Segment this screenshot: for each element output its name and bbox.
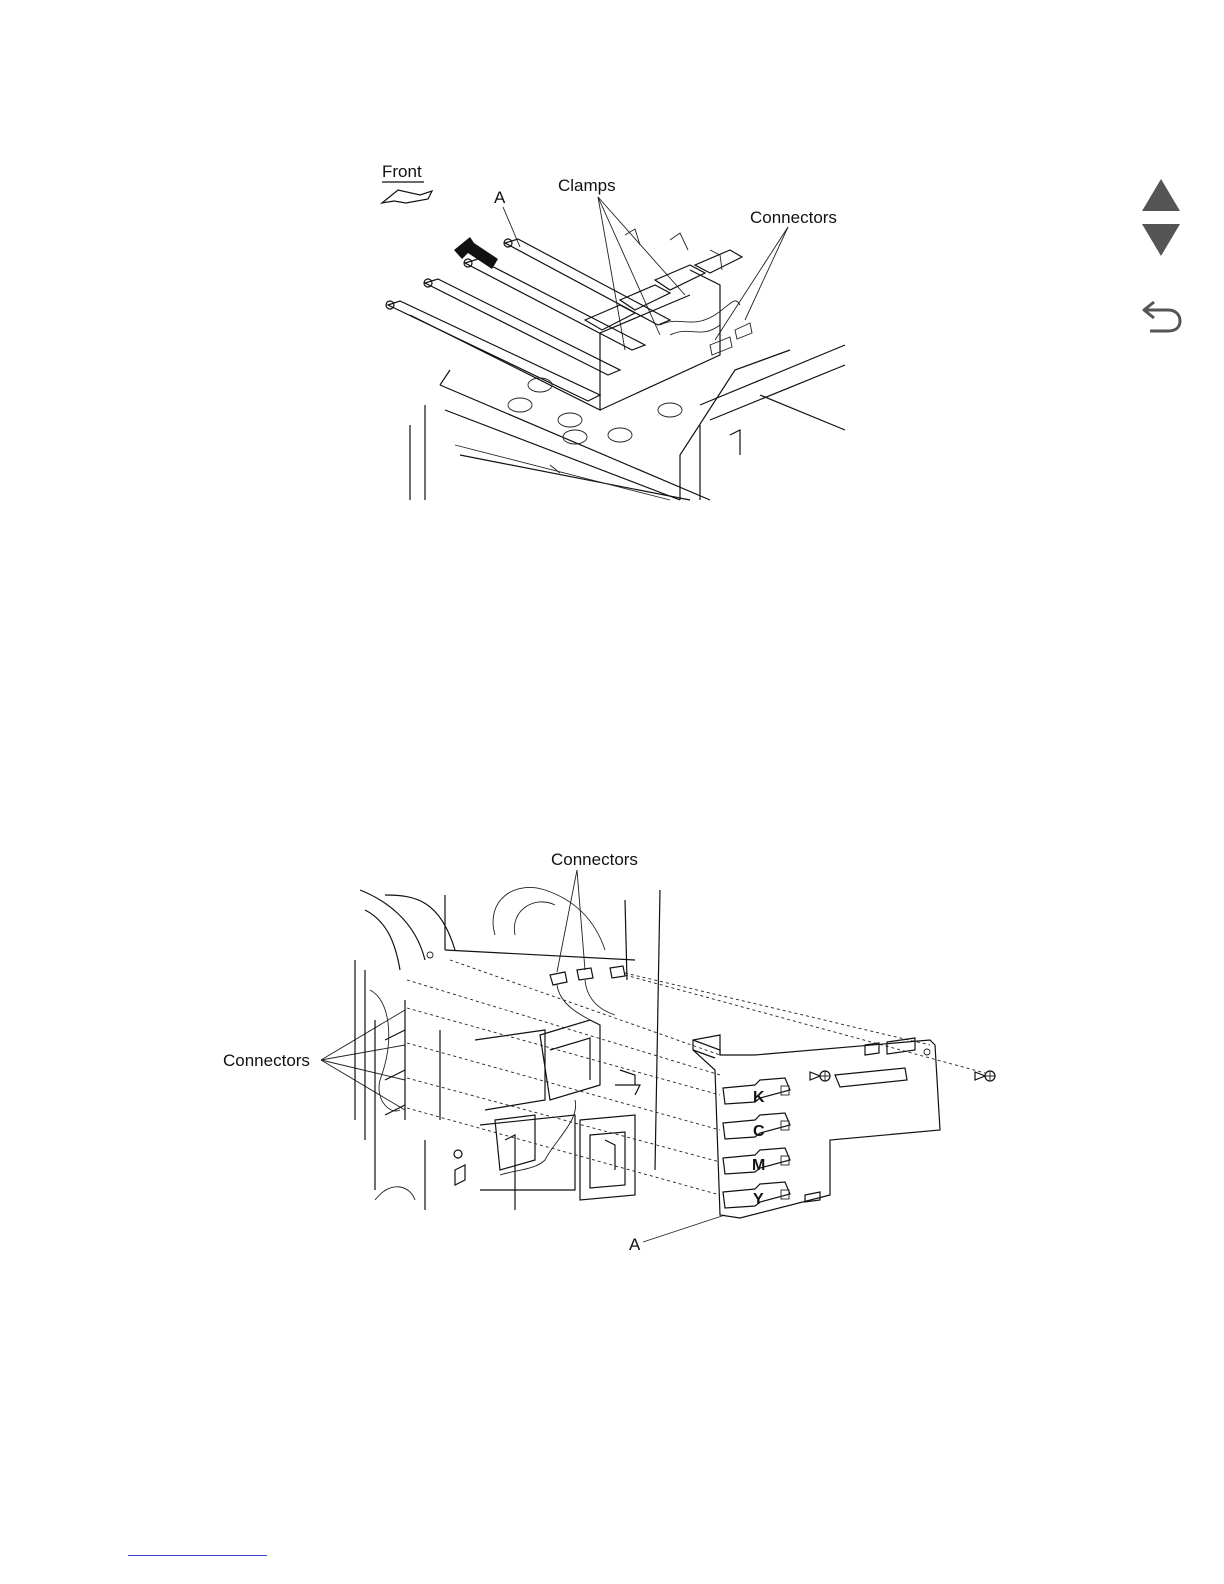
connectors-top-label: Connectors	[551, 850, 638, 869]
figure-printhead-clamps: Front A Clamps Connectors	[370, 155, 850, 510]
front-label: Front	[382, 162, 422, 181]
figure-hvps-connectors: Connectors Connectors A	[215, 840, 1010, 1260]
slot-y-label: Y	[753, 1191, 764, 1208]
footer-link[interactable]	[128, 1555, 267, 1556]
slot-m-label: M	[752, 1157, 765, 1174]
screw-icon	[454, 1150, 462, 1158]
guide-lines	[407, 960, 985, 1195]
machine-frame	[355, 887, 660, 1210]
slot-c-label: C	[753, 1123, 765, 1140]
connectors-label: Connectors	[750, 208, 837, 227]
screw-middle-icon	[810, 1071, 830, 1081]
previous-page-icon[interactable]	[1140, 177, 1182, 213]
lift-arrow-icon	[454, 237, 498, 269]
label-a: A	[629, 1235, 641, 1254]
clamps-label: Clamps	[558, 176, 616, 195]
connectors-left-label: Connectors	[223, 1051, 310, 1070]
slot-k-label: K	[753, 1089, 765, 1106]
back-icon[interactable]	[1140, 298, 1184, 334]
label-a: A	[494, 188, 506, 207]
board-chip	[835, 1068, 907, 1087]
screw-right-icon	[975, 1071, 995, 1081]
next-page-icon[interactable]	[1140, 222, 1182, 258]
front-arrow-icon	[382, 190, 432, 203]
printer-frame	[410, 229, 845, 500]
hvps-board: K C M Y	[693, 1035, 940, 1218]
